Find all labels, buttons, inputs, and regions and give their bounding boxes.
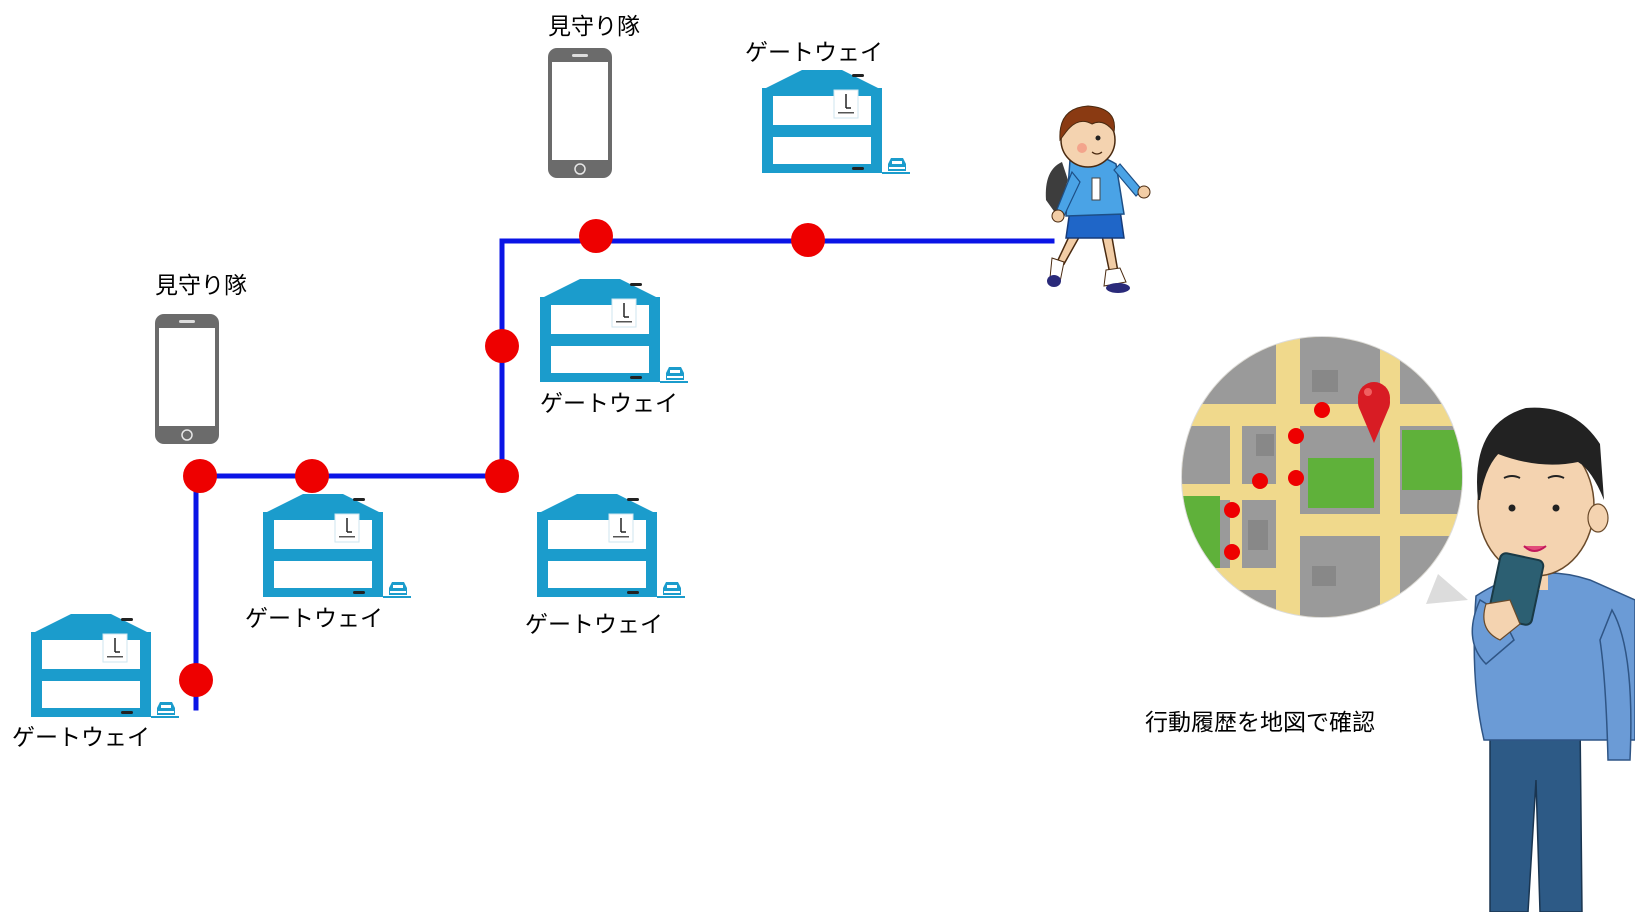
map-bubble-icon [1181, 336, 1468, 618]
map-caption: 行動履歴を地図で確認 [1145, 710, 1375, 736]
gateway-building-icon [30, 613, 180, 719]
map-track-dot [1288, 428, 1304, 444]
watcher-label-left: 見守り隊 [155, 273, 247, 299]
gateway-building-icon [761, 69, 911, 175]
map-track-dot [1252, 473, 1268, 489]
smartphone-icon [154, 313, 220, 445]
gateway-building-icon [262, 493, 412, 599]
route-node [295, 459, 329, 493]
map-track-dot [1288, 470, 1304, 486]
gateway-label-top: ゲートウェイ [745, 40, 883, 66]
route-node [183, 459, 217, 493]
map-track-dot [1314, 402, 1330, 418]
smartphone-icon [547, 47, 613, 179]
watcher-label-top: 見守り隊 [548, 14, 640, 40]
route-node [179, 663, 213, 697]
route-nodes [179, 219, 825, 697]
gateway-label-left: ゲートウェイ [245, 606, 383, 632]
parent-with-phone-icon [1471, 407, 1635, 912]
route-node [485, 459, 519, 493]
route-node [791, 223, 825, 257]
map-track-dot [1224, 502, 1240, 518]
gateway-label-center: ゲートウェイ [525, 612, 663, 638]
route-node [485, 329, 519, 363]
map-pin-icon [1358, 382, 1390, 443]
gateway-building-icon [536, 493, 686, 599]
child-walking-icon [1045, 105, 1151, 293]
map-track-dot [1224, 544, 1240, 560]
route-node [579, 219, 613, 253]
gateway-label-bottom-left: ゲートウェイ [12, 725, 150, 751]
gateway-label-mid: ゲートウェイ [540, 391, 678, 417]
gateway-building-icon [539, 278, 689, 384]
